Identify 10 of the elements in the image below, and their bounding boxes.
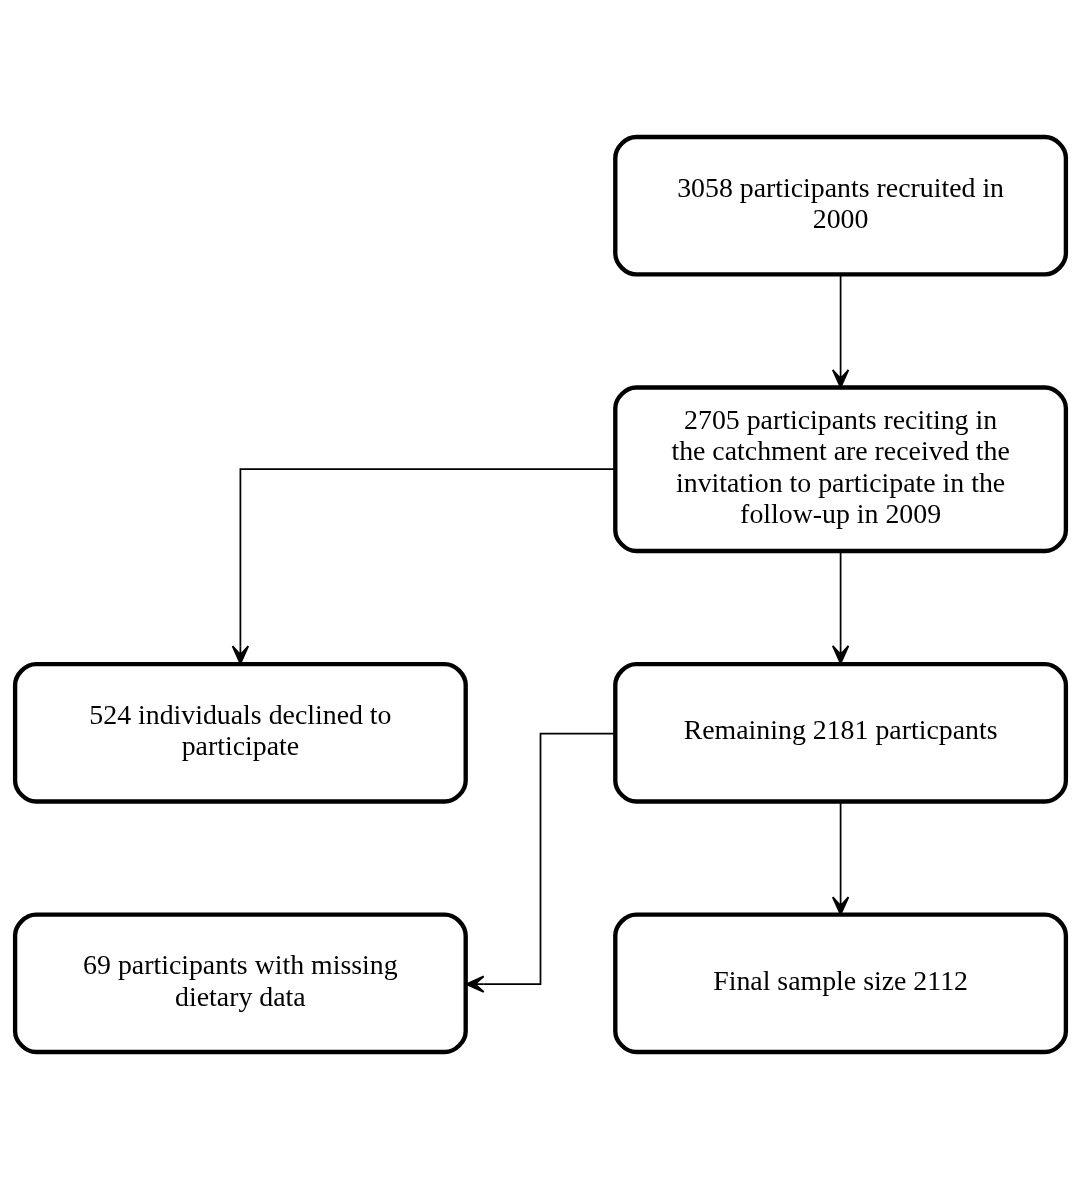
node-box: 69 participants with missing dietary data [12, 911, 468, 1054]
node-box: Final sample size 2112 [613, 911, 1069, 1054]
node-box: Remaining 2181 particpants [613, 661, 1069, 804]
arrow [231, 467, 616, 664]
node-box: 3058 participants recruited in 2000 [613, 134, 1069, 277]
node-box: 524 individuals declined to participate [12, 661, 468, 804]
node-box: 2705 participants reciting in the catchment are received the invitation to participate in the follow-up in 2009 [613, 384, 1069, 553]
arrow [465, 732, 616, 993]
arrow [831, 273, 850, 388]
arrow [831, 800, 850, 915]
